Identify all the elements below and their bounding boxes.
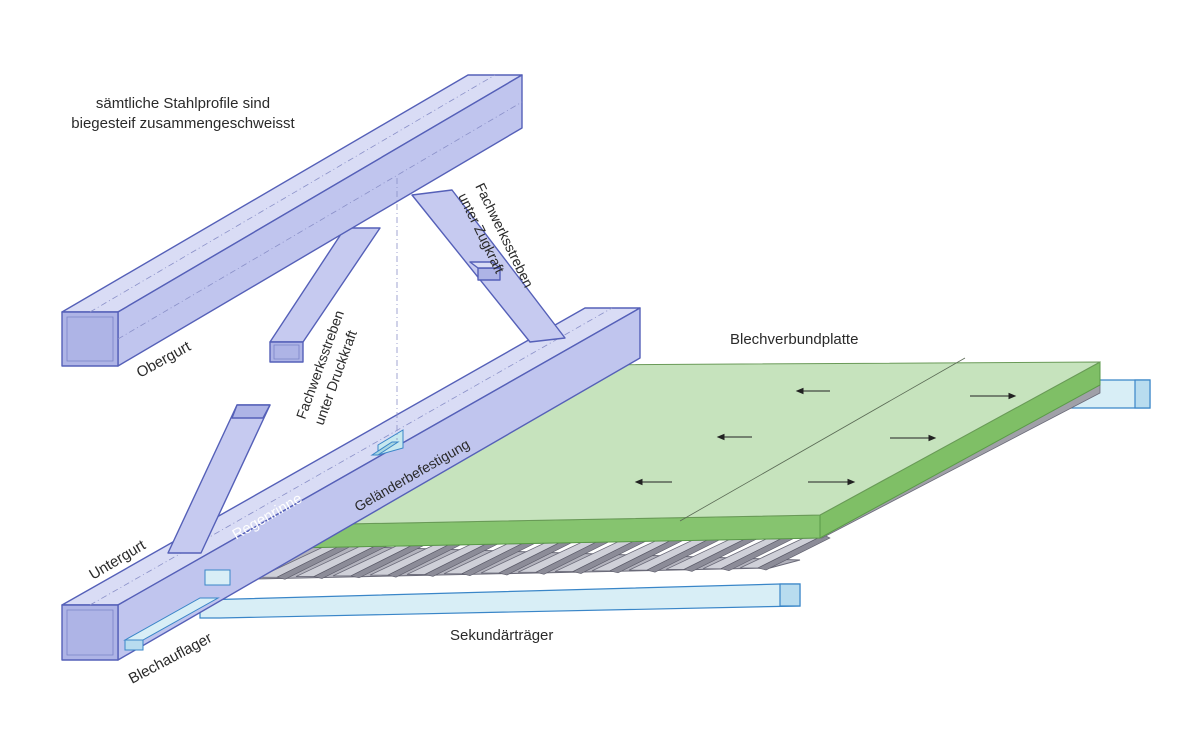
note-line2: biegesteif zusammengeschweisst (71, 115, 295, 132)
strut-druck (269, 227, 381, 363)
obergurt-beam (61, 74, 523, 367)
regenrinne-gutter (204, 569, 231, 586)
gelaender-bracket (370, 429, 404, 456)
note-line1: sämtliche Stahlprofile sind (96, 95, 270, 112)
strut-zug (411, 189, 566, 343)
deck-rib-shadow (757, 534, 831, 571)
secondary-beam-front (199, 583, 801, 619)
label-blechverbundplatte: Blechverbundplatte (730, 331, 858, 348)
label-sekundaertraeger: Sekundärträger (450, 627, 553, 644)
span-arrows (634, 387, 1017, 486)
composite-slab (292, 357, 1101, 549)
blechauflager-support (123, 597, 220, 651)
strut-lower-left (167, 404, 271, 554)
